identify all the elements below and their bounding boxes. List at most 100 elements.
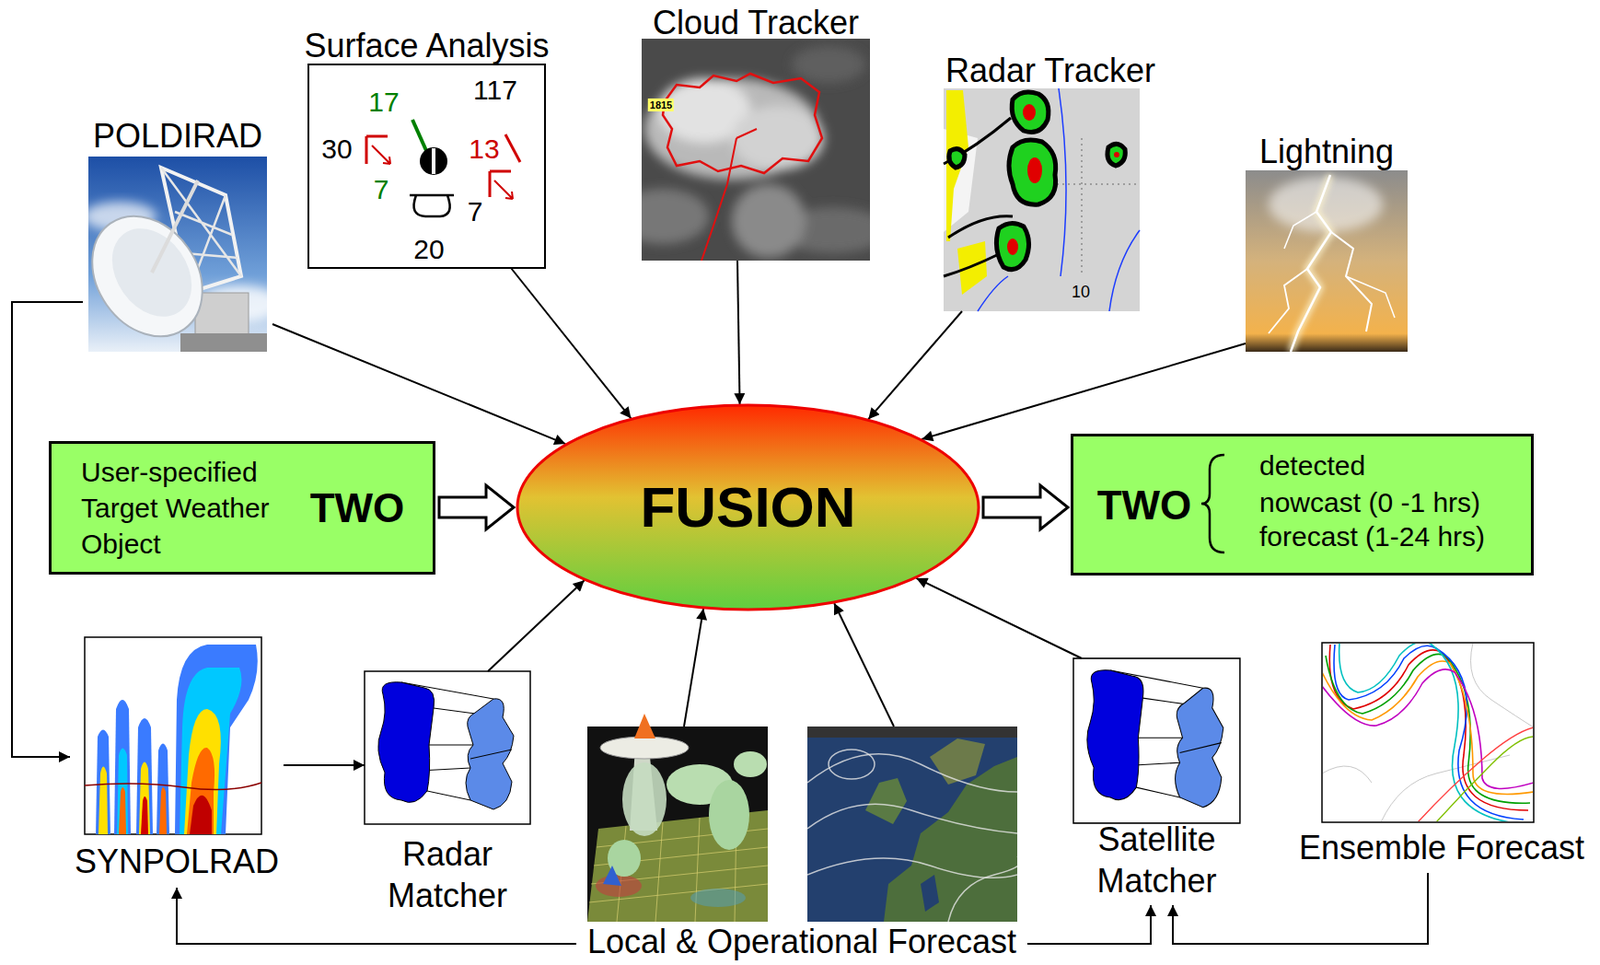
antenna-photo-panel: POLDIRAD xyxy=(82,111,273,353)
forecast-map xyxy=(807,753,1018,792)
ensemble-plot xyxy=(1329,644,1529,811)
station-value: 17 xyxy=(368,86,399,117)
fusion-node: FUSION xyxy=(515,403,981,612)
station-model xyxy=(419,147,448,175)
flow-arrow xyxy=(487,579,585,672)
output-box: TWO detectednowcast (0 -1 hrs)forecast (1… xyxy=(1070,433,1534,576)
station-value: 7 xyxy=(373,173,390,205)
flow-arrow xyxy=(1027,904,1151,944)
station-model xyxy=(494,180,513,199)
simulated-radar-section xyxy=(174,644,258,835)
lightning-photo xyxy=(1245,170,1408,352)
simulated-radar-section xyxy=(84,782,262,790)
satellite-image xyxy=(662,73,823,174)
forecast-map xyxy=(807,857,1018,878)
box-heading: TWO xyxy=(310,482,406,534)
station-model xyxy=(409,195,454,217)
matcher-panel: Radar Matcher xyxy=(364,671,531,920)
simulated-radar-section xyxy=(118,787,127,835)
radar-image xyxy=(1022,104,1036,121)
connector-group xyxy=(11,260,1428,944)
contour-value: 10 xyxy=(1071,283,1090,302)
block-arrow xyxy=(439,485,514,530)
panel-caption: SYNPOLRAD xyxy=(74,840,279,882)
time-tag: 1815 xyxy=(648,98,674,112)
ensemble-plot xyxy=(1322,643,1533,822)
forecast-map xyxy=(865,777,907,824)
radar-image xyxy=(1011,92,1049,133)
station-model xyxy=(308,64,545,268)
lightning-photo xyxy=(1284,211,1317,249)
ensemble-plot xyxy=(1322,660,1533,795)
matcher-icon xyxy=(1087,670,1144,800)
model-3d-view xyxy=(602,865,622,886)
box-heading: TWO xyxy=(1097,479,1193,531)
fusion-ellipse xyxy=(517,405,979,610)
panel-title: Surface Analysis xyxy=(303,24,549,67)
forecast-map xyxy=(828,749,875,779)
simulated-radar-section xyxy=(95,730,111,835)
simulated-radar-section xyxy=(189,795,212,835)
model-3d-view xyxy=(733,751,767,777)
panel-title: Cloud Tracker xyxy=(652,1,859,44)
satellite-image xyxy=(641,46,870,258)
ensemble-plot xyxy=(1339,643,1510,822)
satellite-image xyxy=(731,184,806,258)
list-item: forecast (1-24 hrs) xyxy=(1259,519,1485,555)
simulated-radar-section xyxy=(114,699,131,835)
ensemble-plot xyxy=(1321,642,1534,823)
model-3d-view xyxy=(622,762,667,836)
matcher-icon xyxy=(1073,658,1241,824)
matcher-icon xyxy=(1175,687,1224,808)
satellite-image xyxy=(641,188,709,244)
antenna-photo xyxy=(88,156,267,352)
forecast-map xyxy=(807,726,1018,922)
hub-title: FUSION xyxy=(639,471,856,544)
list-item: nowcast (0 -1 hrs) xyxy=(1259,485,1481,521)
flow-arrow xyxy=(272,324,566,444)
station-value: 117 xyxy=(473,74,518,105)
radar-image xyxy=(996,222,1029,269)
simulated-radar-section xyxy=(184,708,221,835)
antenna-photo xyxy=(195,292,249,339)
antenna-photo xyxy=(88,195,225,352)
simulated-radar-section xyxy=(84,637,262,835)
satellite-image-panel: Cloud Tracker xyxy=(635,0,877,261)
panel-caption: Radar Matcher xyxy=(368,833,527,916)
station-model xyxy=(431,148,436,174)
radar-image xyxy=(1012,138,1140,277)
simulated-radar-section xyxy=(159,787,167,835)
matcher-icon xyxy=(1180,742,1222,754)
flow-arrow xyxy=(868,311,963,419)
model-3d-view xyxy=(587,713,768,922)
panel-title: POLDIRAD xyxy=(92,115,263,157)
ensemble-plot xyxy=(1322,643,1533,822)
flow-arrow xyxy=(737,260,741,405)
radar-image xyxy=(1008,139,1056,205)
flow-arrow xyxy=(283,764,365,766)
panel-title: Lightning xyxy=(1259,130,1394,173)
radar-image xyxy=(957,241,987,295)
radar-image-panel: Radar Tracker xyxy=(939,46,1162,313)
box-text: User-specified Target Weather Object xyxy=(81,453,302,562)
station-model xyxy=(371,145,391,164)
simulated-radar-section xyxy=(186,747,215,835)
lightning-photo xyxy=(1345,276,1395,318)
panel-title: Radar Tracker xyxy=(945,49,1156,92)
flow-arrow xyxy=(915,578,1082,659)
ensemble-plot xyxy=(1321,641,1534,823)
model-3d-view xyxy=(634,713,656,739)
radar-image xyxy=(1007,238,1019,256)
matcher-icon xyxy=(465,698,514,810)
radar-image xyxy=(943,88,1140,312)
station-value: 20 xyxy=(413,233,444,265)
panel-caption: Local & Operational Forecast xyxy=(587,920,1017,963)
lightning-photo xyxy=(1268,268,1308,334)
ensemble-panel: Ensemble Forecast xyxy=(1293,642,1590,873)
station-model xyxy=(412,119,429,155)
list-item: detected xyxy=(1259,448,1366,484)
forecast-map xyxy=(929,738,986,785)
ensemble-plot xyxy=(1325,653,1531,803)
